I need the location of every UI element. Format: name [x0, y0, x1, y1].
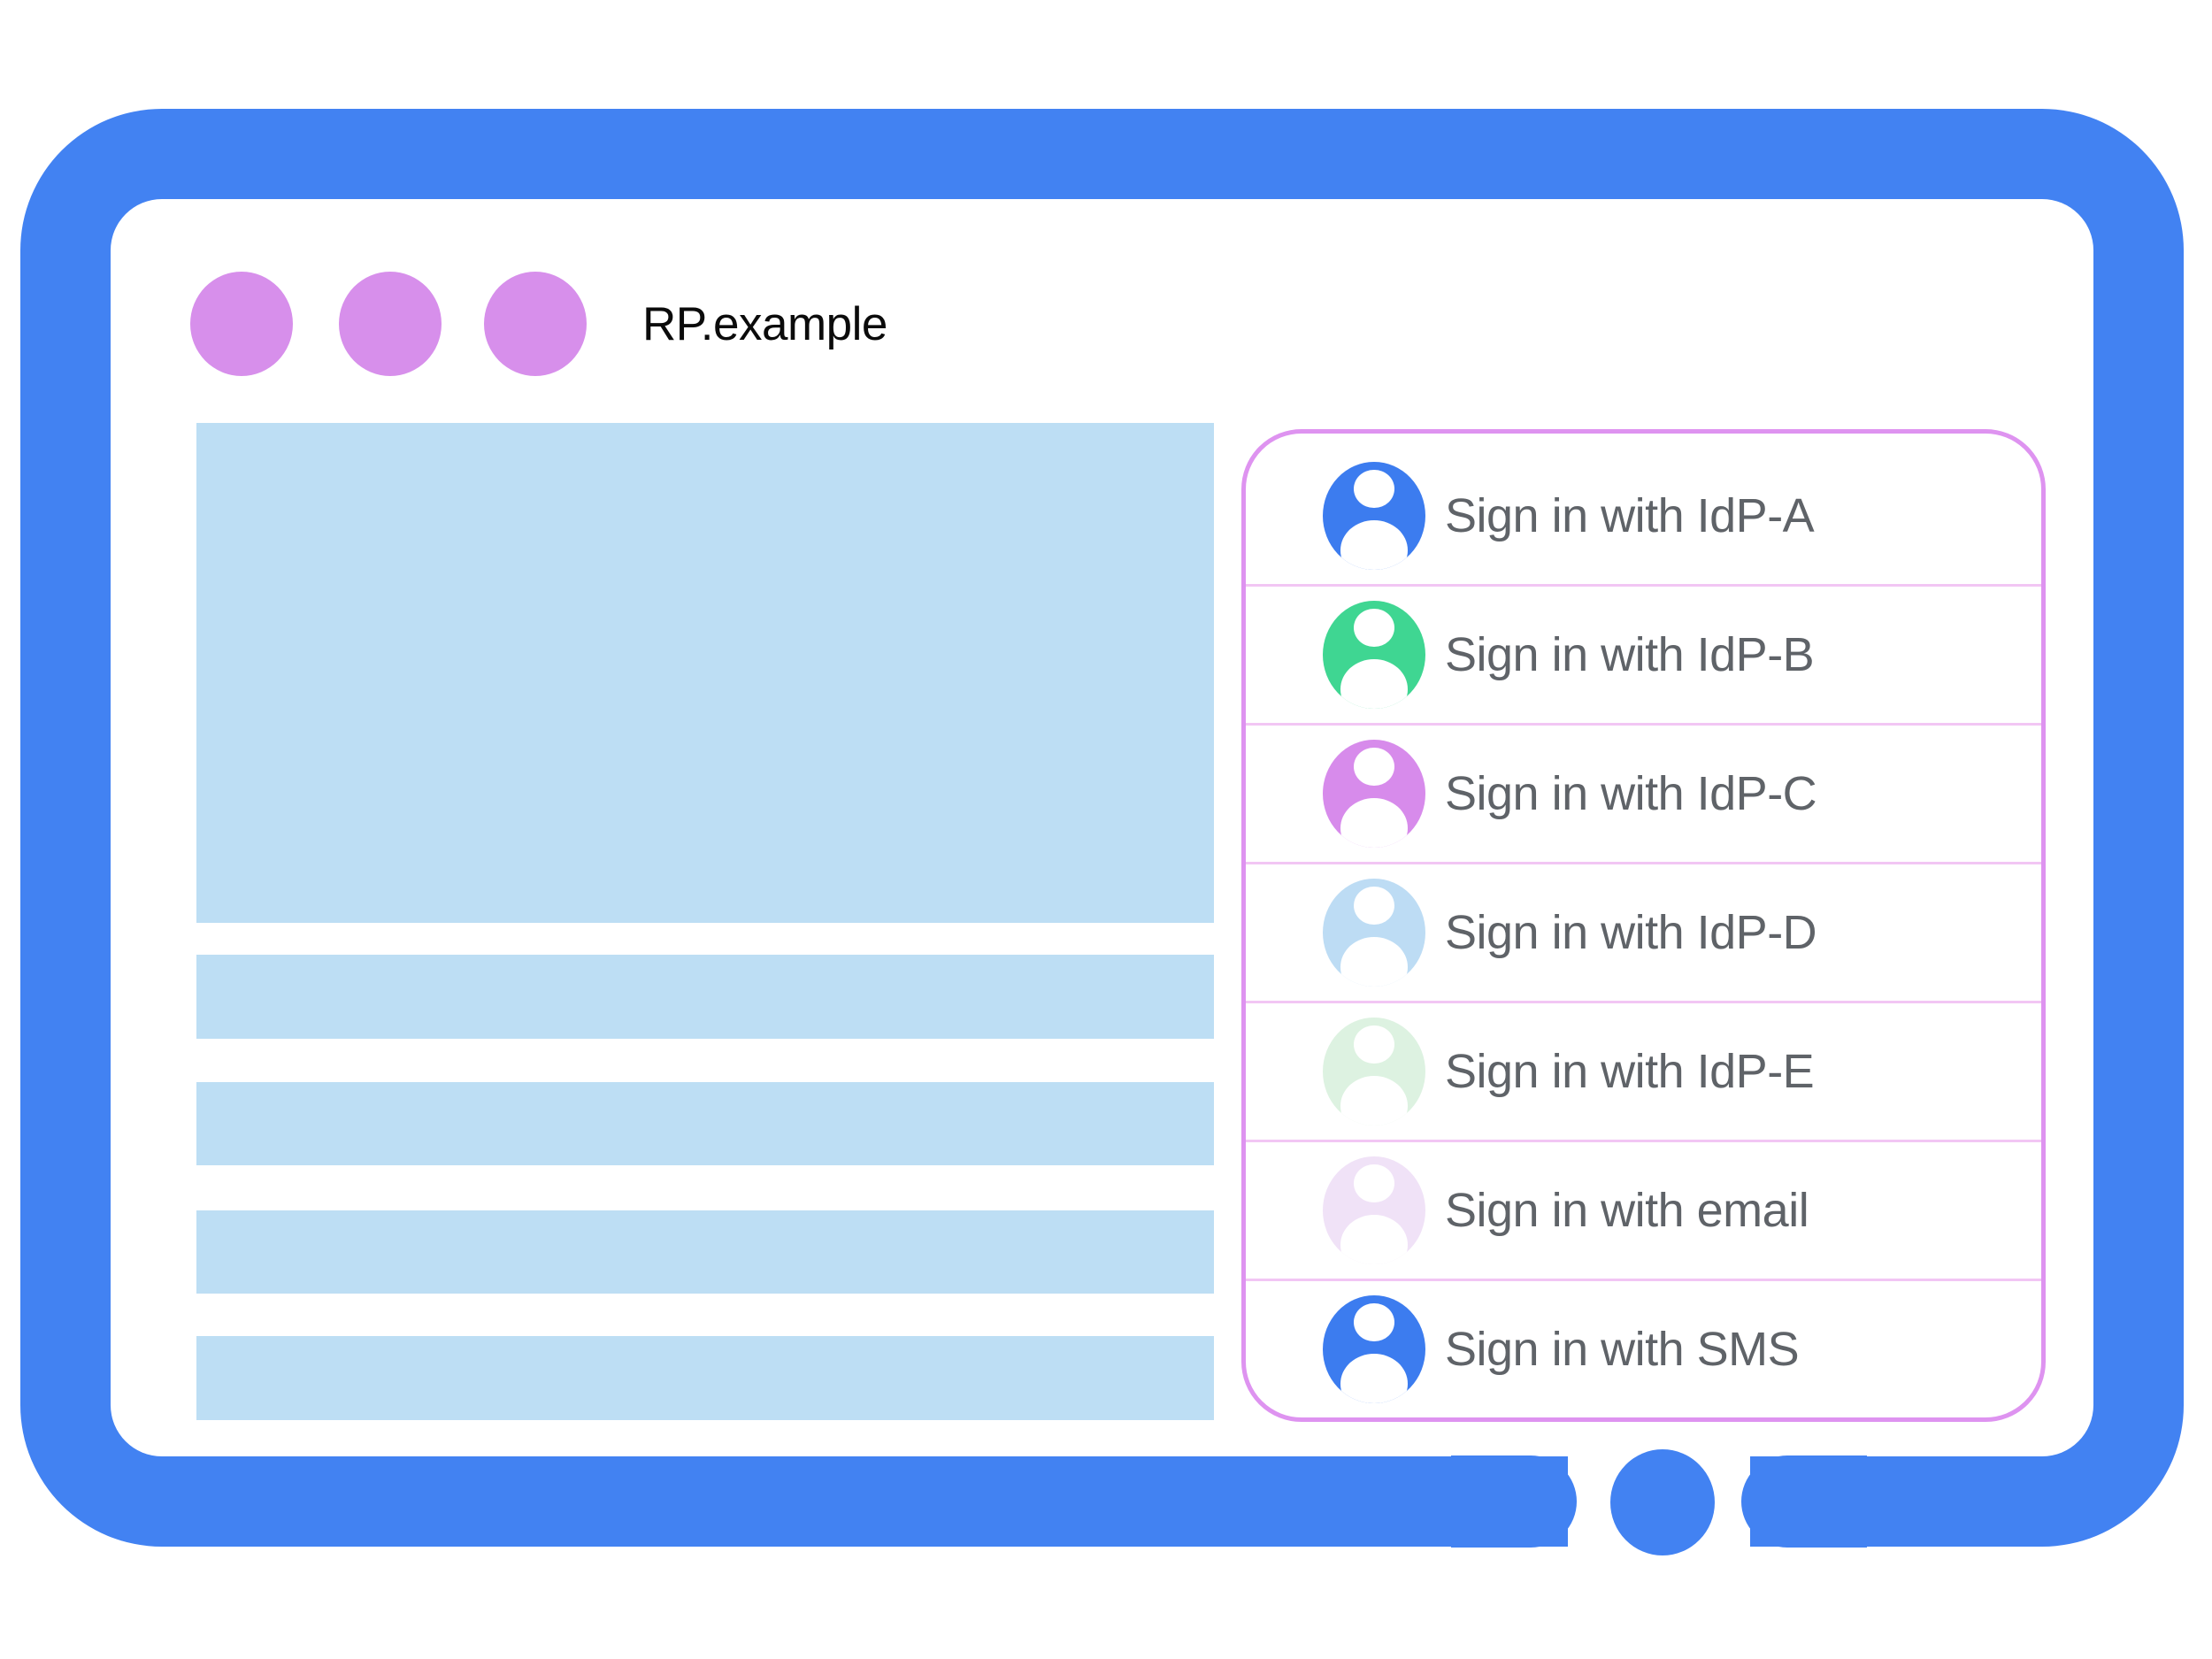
signin-option-label: Sign in with SMS — [1445, 1323, 1800, 1376]
user-avatar-icon — [1323, 1018, 1425, 1125]
site-title: RP.example — [642, 297, 887, 350]
window-control-dot[interactable] — [339, 272, 442, 376]
signin-option-idp-c[interactable]: Sign in with IdP-C — [1246, 723, 2041, 862]
user-avatar-icon — [1323, 601, 1425, 709]
signin-option-idp-a[interactable]: Sign in with IdP-A — [1246, 448, 2041, 584]
signin-option-label: Sign in with IdP-A — [1445, 489, 1815, 542]
signin-option-label: Sign in with IdP-E — [1445, 1045, 1815, 1098]
signin-option-label: Sign in with IdP-B — [1445, 628, 1815, 681]
user-avatar-icon — [1323, 740, 1425, 848]
bezel-right-cap — [1741, 1455, 1867, 1548]
content-placeholder-line — [196, 955, 1214, 1039]
user-avatar-icon — [1323, 1156, 1425, 1264]
signin-chooser-panel: Sign in with IdP-A Sign in with IdP-B Si… — [1241, 429, 2046, 1422]
window-control-dot[interactable] — [484, 272, 587, 376]
signin-option-label: Sign in with IdP-D — [1445, 906, 1817, 959]
content-placeholder-line — [196, 1210, 1214, 1294]
window-control-dot[interactable] — [190, 272, 293, 376]
signin-option-idp-b[interactable]: Sign in with IdP-B — [1246, 584, 2041, 723]
signin-option-label: Sign in with IdP-C — [1445, 767, 1817, 820]
user-avatar-icon — [1323, 1295, 1425, 1403]
content-placeholder-hero — [196, 423, 1214, 923]
signin-option-idp-e[interactable]: Sign in with IdP-E — [1246, 1001, 2041, 1140]
content-placeholder-line — [196, 1082, 1214, 1165]
home-button[interactable] — [1610, 1449, 1715, 1555]
signin-option-idp-d[interactable]: Sign in with IdP-D — [1246, 862, 2041, 1001]
bezel-left-cap — [1451, 1455, 1577, 1548]
content-placeholder-line — [196, 1336, 1214, 1420]
signin-option-email[interactable]: Sign in with email — [1246, 1140, 2041, 1279]
user-avatar-icon — [1323, 462, 1425, 570]
signin-option-label: Sign in with email — [1445, 1184, 1809, 1237]
signin-option-sms[interactable]: Sign in with SMS — [1246, 1279, 2041, 1417]
user-avatar-icon — [1323, 879, 1425, 987]
